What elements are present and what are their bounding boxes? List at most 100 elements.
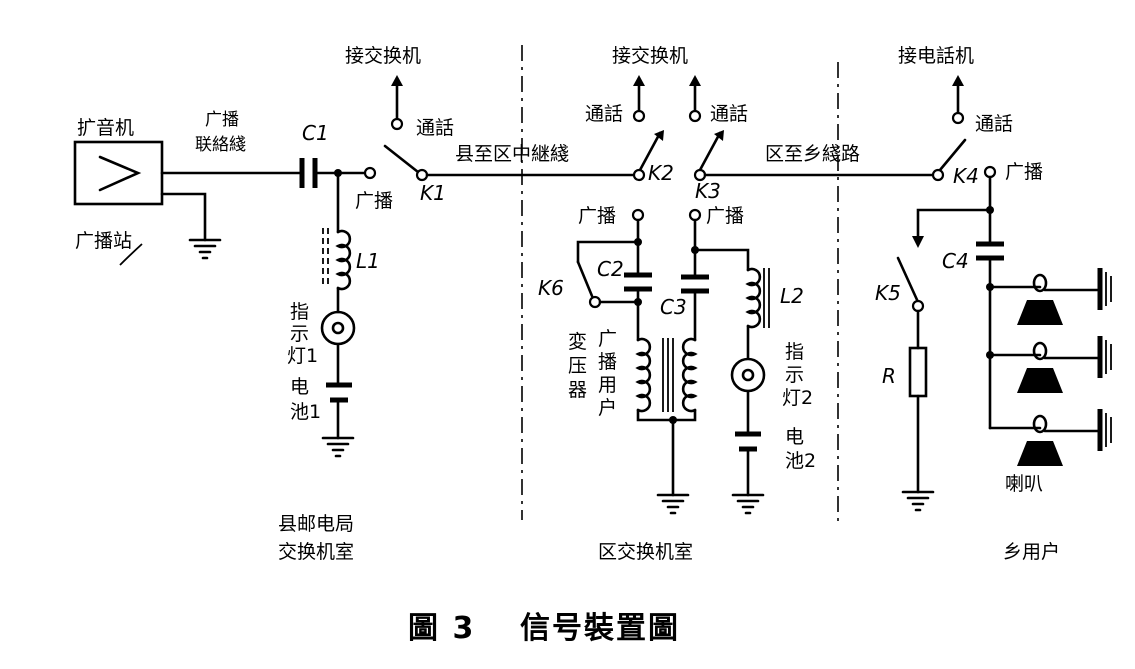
talk-label-k2: 通話 (585, 103, 623, 125)
k6-blade (576, 260, 594, 298)
broadcast-label-c3: 广播 (706, 205, 744, 227)
k4-blade (938, 138, 967, 172)
section-district-label: 区交换机室 (598, 541, 693, 563)
svg-text:示: 示 (785, 364, 804, 386)
k2-talk-contact (632, 109, 646, 123)
svg-text:广播: 广播 (205, 110, 239, 130)
k5-blade (896, 256, 920, 304)
to-exchange-left-label: 接交换机 (345, 45, 421, 67)
transformer (635, 337, 698, 413)
capacitor-c3 (681, 274, 709, 294)
battery1-label: 电 池1 (290, 376, 321, 423)
svg-text:示: 示 (290, 323, 309, 345)
resistor-r (908, 346, 928, 398)
svg-text:用: 用 (598, 374, 617, 396)
ground-symbol (731, 493, 765, 515)
indicator-lamp-1 (320, 310, 356, 346)
talk-label-k1: 通話 (416, 117, 454, 139)
lamp2-label: 指 示 灯2 (782, 341, 813, 409)
section-county-label: 县邮电局 交换机室 (278, 513, 354, 563)
k1-pivot (415, 168, 429, 182)
speaker-1 (988, 268, 1112, 325)
figure-number: 圖 3 (408, 611, 475, 646)
to-exchange-mid-label: 接交换机 (612, 45, 688, 67)
k2-broadcast-contact (631, 208, 645, 222)
k6-contact (588, 295, 602, 309)
k3-talk-contact (688, 109, 702, 123)
battery-2 (735, 431, 761, 452)
svg-text:县邮电局: 县邮电局 (278, 513, 354, 535)
k3-broadcast-contact (688, 208, 702, 222)
k1-blade (383, 144, 420, 174)
c3-to-l2-wire (693, 248, 750, 272)
district-line-label: 区至乡綫路 (765, 143, 860, 165)
battery2-label: 电 池2 (785, 426, 816, 472)
capacitor-c2 (624, 272, 652, 292)
figure-title: 信号裝置圖 (520, 611, 680, 646)
transformer-label: 変 压 器 (568, 331, 587, 401)
amplifier-label: 扩音机 (77, 117, 134, 139)
k1-label: K1 (420, 181, 446, 205)
lamp1-label: 指 示 灯1 (287, 301, 318, 367)
svg-text:压: 压 (568, 355, 587, 377)
c1-label: C1 (302, 121, 329, 145)
k2-blade (638, 131, 662, 172)
ground-symbol (901, 490, 935, 512)
inductor-l2 (745, 267, 770, 329)
svg-text:交换机室: 交换机室 (278, 541, 354, 563)
svg-text:指: 指 (290, 301, 309, 323)
capacitor-c4 (976, 241, 1004, 261)
speaker-2 (988, 336, 1112, 393)
k2-pivot (632, 168, 646, 182)
svg-text:指: 指 (785, 341, 804, 363)
to-phone-label: 接电話机 (898, 45, 974, 67)
k6-loop-wire (576, 218, 640, 264)
k5-top-wire (916, 208, 992, 242)
speaker-label: 喇叭 (1005, 473, 1043, 495)
arrowhead (714, 130, 724, 141)
k4-broadcast-contact (983, 165, 997, 179)
amp-ground-wire (160, 192, 207, 242)
svg-text:灯1: 灯1 (287, 345, 318, 367)
k4-pivot (931, 168, 945, 182)
station-pointer (119, 243, 143, 266)
svg-text:池1: 池1 (290, 401, 321, 423)
inductor-l1 (322, 228, 352, 291)
svg-text:广: 广 (598, 328, 617, 350)
l1-label: L1 (356, 249, 380, 273)
broadcast-user-label: 广 播 用 户 (598, 328, 617, 419)
k4-label: K4 (953, 164, 979, 188)
amplifier (73, 140, 164, 206)
talk-label-k3: 通話 (710, 103, 748, 125)
broadcast-label-k1: 广播 (355, 190, 393, 212)
svg-text:电: 电 (785, 426, 804, 448)
svg-text:户: 户 (598, 397, 617, 419)
svg-text:池2: 池2 (785, 450, 816, 472)
k6-label: K6 (538, 276, 564, 300)
c4-label: C4 (942, 249, 969, 273)
k1-broadcast-contact (363, 166, 377, 180)
liaison-line-label: 广播 联絡綫 (195, 110, 246, 155)
k5-contact (911, 299, 925, 313)
ground-symbol (321, 436, 355, 458)
talk-label-k4: 通話 (975, 113, 1013, 135)
county-trunk-label: 县至区中継綫 (455, 143, 569, 165)
k5-label: K5 (875, 281, 901, 305)
battery-1 (326, 382, 352, 403)
svg-text:灯2: 灯2 (782, 387, 813, 409)
capacitor-c1 (299, 158, 318, 188)
r-label: R (882, 364, 896, 388)
ground-symbol (188, 238, 222, 260)
l2-label: L2 (780, 284, 804, 308)
arrowhead (654, 130, 664, 141)
svg-text:联絡綫: 联絡綫 (195, 135, 246, 155)
up-arrow (391, 75, 403, 120)
k4-talk-contact (951, 111, 965, 125)
up-arrow (689, 75, 701, 112)
k3-label: K3 (695, 179, 721, 203)
svg-text:変: 変 (568, 331, 587, 353)
transformer-bottom-wire (636, 408, 697, 422)
station-label: 广播站 (75, 230, 132, 252)
svg-text:电: 电 (290, 376, 309, 398)
